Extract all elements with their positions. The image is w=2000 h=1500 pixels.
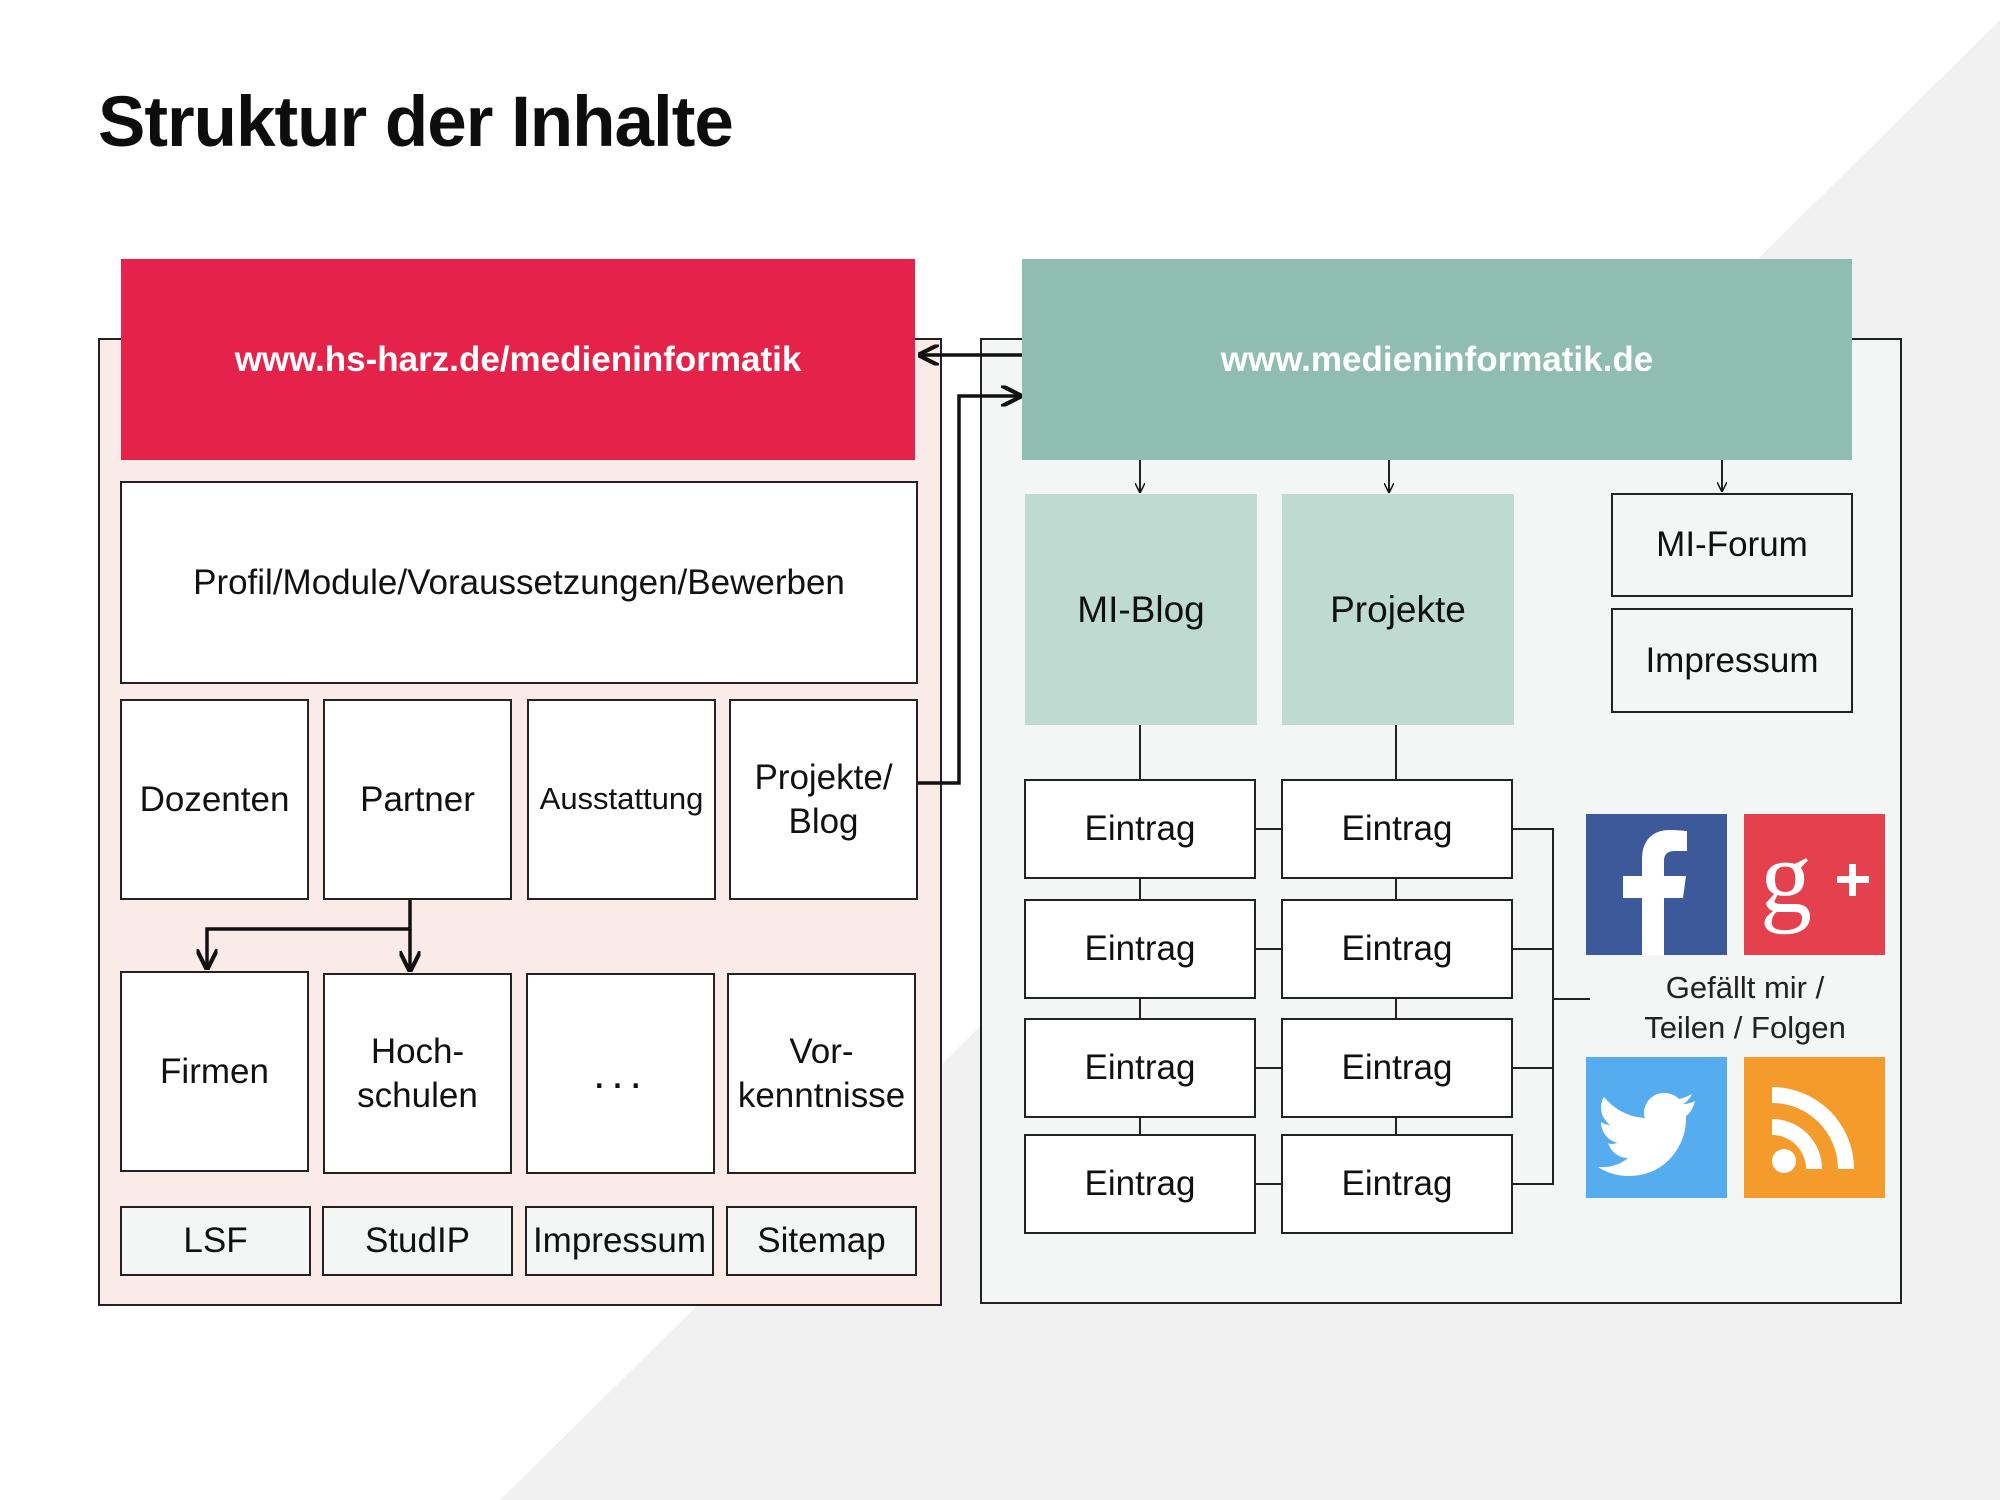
- entry-label: Eintrag: [1084, 929, 1196, 969]
- studip-box[interactable]: StudIP: [322, 1206, 513, 1276]
- partner-box[interactable]: Partner: [323, 699, 512, 900]
- projekte-label: Projekte: [1330, 588, 1466, 630]
- partner-label: Partner: [360, 779, 475, 819]
- page-title: Struktur der Inhalte: [98, 83, 734, 162]
- hs-harz-header[interactable]: www.hs-harz.de/medieninformatik: [121, 259, 915, 460]
- blog-entry[interactable]: Eintrag: [1024, 899, 1256, 999]
- entry-label: Eintrag: [1341, 1048, 1453, 1088]
- social-caption: Gefällt mir / Teilen / Folgen: [1600, 968, 1890, 1049]
- dozenten-box[interactable]: Dozenten: [120, 699, 309, 900]
- blog-entry[interactable]: Eintrag: [1024, 779, 1256, 879]
- vorkenntnisse-label-line2: kenntnisse: [737, 1075, 906, 1115]
- left-impressum-label: Impressum: [532, 1221, 707, 1261]
- blog-entry[interactable]: Eintrag: [1024, 1018, 1256, 1118]
- vorkenntnisse-box[interactable]: Vor- kenntnisse: [727, 973, 916, 1174]
- projekte-entry[interactable]: Eintrag: [1281, 1018, 1513, 1118]
- projekte-box[interactable]: Projekte: [1282, 494, 1514, 725]
- social-caption-line1: Gefällt mir /: [1665, 970, 1825, 1005]
- social-caption-line2: Teilen / Folgen: [1644, 1010, 1846, 1046]
- hochschulen-box[interactable]: Hoch- schulen: [323, 973, 512, 1174]
- entry-label: Eintrag: [1341, 809, 1453, 849]
- google-plus-icon: g: [1760, 820, 1869, 935]
- more-box[interactable]: ...: [526, 973, 715, 1174]
- ausstattung-label: Ausstattung: [539, 781, 704, 817]
- svg-text:g: g: [1760, 820, 1812, 935]
- firmen-label: Firmen: [160, 1051, 269, 1091]
- left-impressum-box[interactable]: Impressum: [525, 1206, 714, 1276]
- mi-forum-label: MI-Forum: [1656, 525, 1808, 565]
- profile-label: Profil/Module/Voraussetzungen/Bewerben: [193, 562, 845, 602]
- facebook-icon: [1623, 830, 1687, 955]
- rss-button[interactable]: [1744, 1057, 1885, 1198]
- blog-entry[interactable]: Eintrag: [1024, 1134, 1256, 1234]
- medieninformatik-header[interactable]: www.medieninformatik.de: [1022, 259, 1852, 460]
- projekte-entry[interactable]: Eintrag: [1281, 1134, 1513, 1234]
- google-plus-button[interactable]: g: [1744, 814, 1885, 955]
- mi-blog-label: MI-Blog: [1077, 588, 1205, 630]
- mi-forum-box[interactable]: MI-Forum: [1611, 493, 1853, 597]
- facebook-button[interactable]: [1586, 814, 1727, 955]
- ausstattung-box[interactable]: Ausstattung: [527, 699, 716, 900]
- lsf-label: LSF: [183, 1221, 248, 1261]
- profile-box[interactable]: Profil/Module/Voraussetzungen/Bewerben: [120, 481, 918, 684]
- entry-label: Eintrag: [1341, 929, 1453, 969]
- right-impressum-box[interactable]: Impressum: [1611, 608, 1853, 713]
- medieninformatik-header-label: www.medieninformatik.de: [1220, 339, 1654, 379]
- sitemap-box[interactable]: Sitemap: [726, 1206, 917, 1276]
- entry-label: Eintrag: [1084, 809, 1196, 849]
- twitter-icon: [1598, 1093, 1695, 1176]
- entry-label: Eintrag: [1084, 1048, 1196, 1088]
- lsf-box[interactable]: LSF: [120, 1206, 311, 1276]
- firmen-box[interactable]: Firmen: [120, 971, 309, 1172]
- sitemap-label: Sitemap: [757, 1221, 886, 1261]
- entry-label: Eintrag: [1341, 1164, 1453, 1204]
- studip-label: StudIP: [364, 1221, 471, 1261]
- right-impressum-label: Impressum: [1645, 640, 1819, 680]
- entry-label: Eintrag: [1084, 1164, 1196, 1204]
- vorkenntnisse-label-line1: Vor-: [789, 1031, 854, 1071]
- mi-blog-box[interactable]: MI-Blog: [1025, 494, 1257, 725]
- projekte-blog-label-line1: Projekte/: [754, 757, 893, 797]
- twitter-button[interactable]: [1586, 1057, 1727, 1198]
- dozenten-label: Dozenten: [139, 779, 290, 819]
- rss-icon: [1772, 1087, 1854, 1173]
- projekte-blog-label-line2: Blog: [788, 801, 859, 841]
- hs-harz-header-label: www.hs-harz.de/medieninformatik: [234, 339, 802, 379]
- projekte-entry[interactable]: Eintrag: [1281, 779, 1513, 879]
- projekte-entry[interactable]: Eintrag: [1281, 899, 1513, 999]
- more-label: ...: [593, 1049, 648, 1098]
- projekte-blog-box[interactable]: Projekte/ Blog: [729, 699, 918, 900]
- hochschulen-label-line2: schulen: [357, 1075, 478, 1115]
- hochschulen-label-line1: Hoch-: [370, 1031, 465, 1071]
